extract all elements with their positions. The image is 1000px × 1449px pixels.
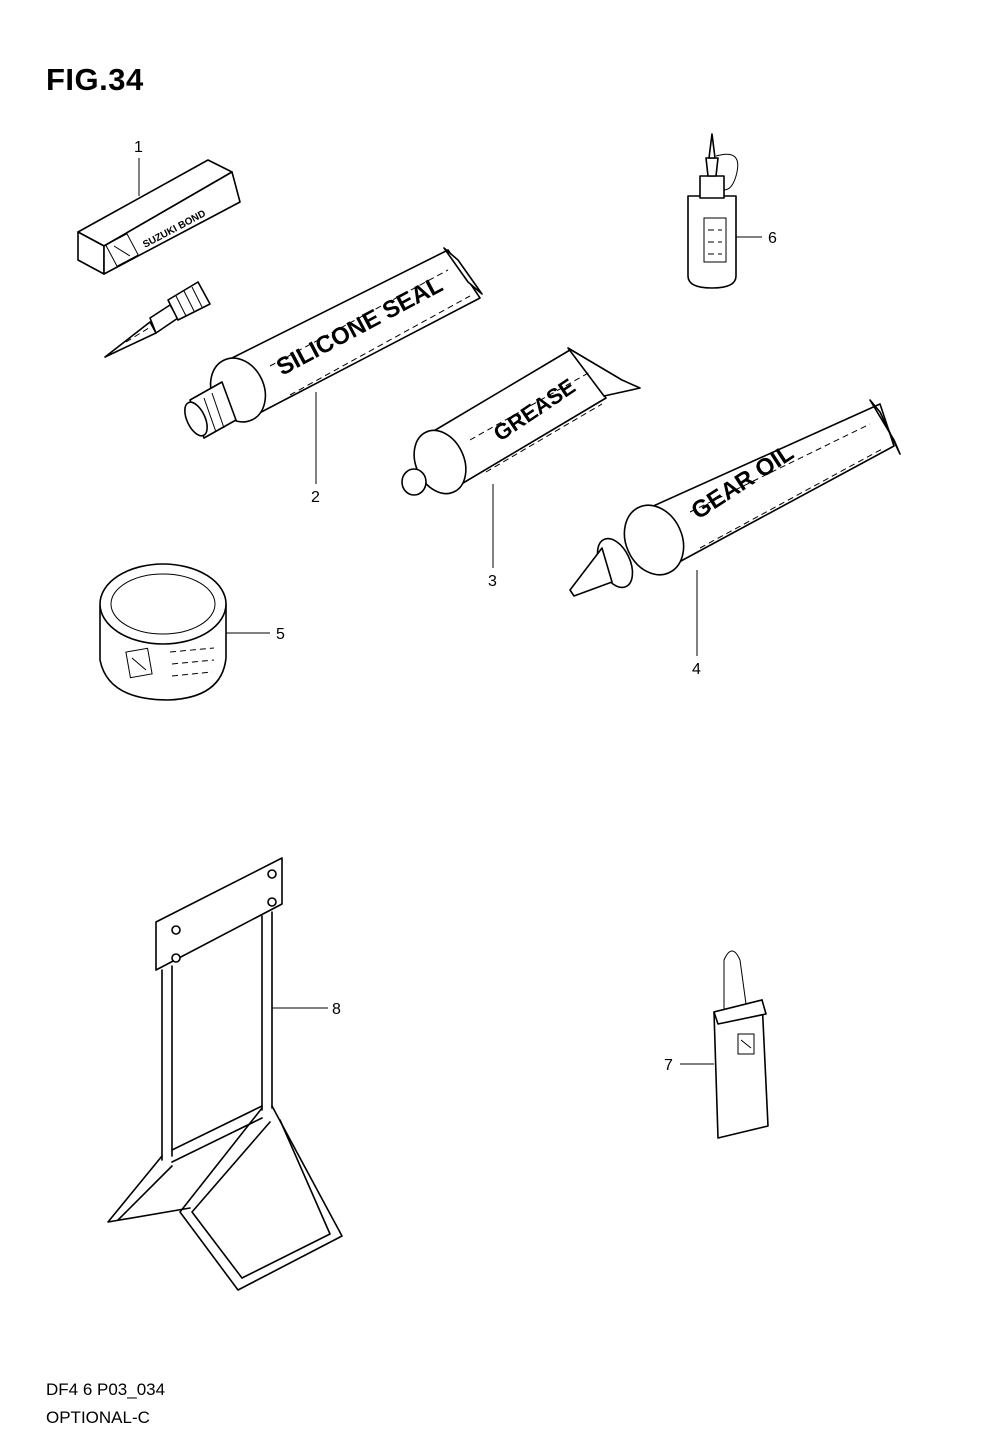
- flask-logo-icon: [737, 1033, 755, 1055]
- bottle-strap: [715, 153, 739, 191]
- figure-title: FIG.34: [46, 62, 144, 97]
- stand-plate: [155, 857, 283, 971]
- part-6-oil-bottle[interactable]: 6: [687, 133, 777, 289]
- stand-base-loop: [179, 1105, 343, 1291]
- stand-cross-brace: [171, 1105, 263, 1163]
- bond-box-front: [103, 171, 241, 275]
- stand-base-loop-inner: [191, 1119, 331, 1279]
- part-7-flask[interactable]: 7: [664, 950, 769, 1139]
- callout-7: 7: [664, 1057, 673, 1074]
- bottle-cap: [699, 175, 725, 199]
- stand-left-post: [161, 965, 173, 1161]
- can-rim: [99, 563, 227, 645]
- can-logo-icon: [125, 647, 153, 679]
- footer-code: DF4 6 P03_034: [46, 1380, 166, 1399]
- part-1-bond-kit[interactable]: SUZUKI BOND 1: [77, 139, 241, 358]
- callout-4: 4: [692, 661, 701, 678]
- can-lid-inner: [110, 573, 216, 635]
- stand-right-post: [261, 911, 273, 1111]
- seal-cap-end: [184, 401, 208, 437]
- part-8-motor-stand[interactable]: 8: [107, 857, 343, 1291]
- gearoil-tube-shoulder: [623, 504, 685, 576]
- bottle-tip: [708, 133, 716, 159]
- grease-tube-crimp: [567, 347, 641, 397]
- stand-left-foot: [107, 1155, 191, 1223]
- plate-bolt-4: [267, 897, 277, 907]
- gearoil-tube-crimp: [869, 399, 901, 455]
- grease-tube-cap: [401, 468, 427, 496]
- suzuki-logo-mark: [113, 245, 131, 257]
- callout-8: 8: [332, 1001, 341, 1018]
- callout-3: 3: [488, 573, 497, 590]
- bottle-label: [703, 217, 727, 263]
- part-3-grease[interactable]: GREASE 3: [401, 347, 641, 590]
- callout-5: 5: [276, 626, 285, 643]
- gearoil-nozzle-tip: [569, 547, 613, 597]
- callout-6: 6: [768, 230, 777, 247]
- suzuki-logo-icon: [105, 233, 139, 267]
- flask-handle: [723, 950, 747, 1010]
- seal-tube-crimp: [443, 247, 483, 295]
- plate-bolt-1: [171, 925, 181, 935]
- part-4-gear-oil[interactable]: GEAR OIL 4: [569, 399, 901, 678]
- bottle-neck: [705, 157, 719, 177]
- plate-bolt-3: [267, 869, 277, 879]
- plate-bolt-2: [171, 953, 181, 963]
- bond-nozzle: [104, 281, 211, 358]
- part-5-can[interactable]: 5: [99, 563, 285, 701]
- footer-section: OPTIONAL-C: [46, 1408, 150, 1427]
- callout-1: 1: [134, 139, 143, 156]
- callout-2: 2: [311, 489, 320, 506]
